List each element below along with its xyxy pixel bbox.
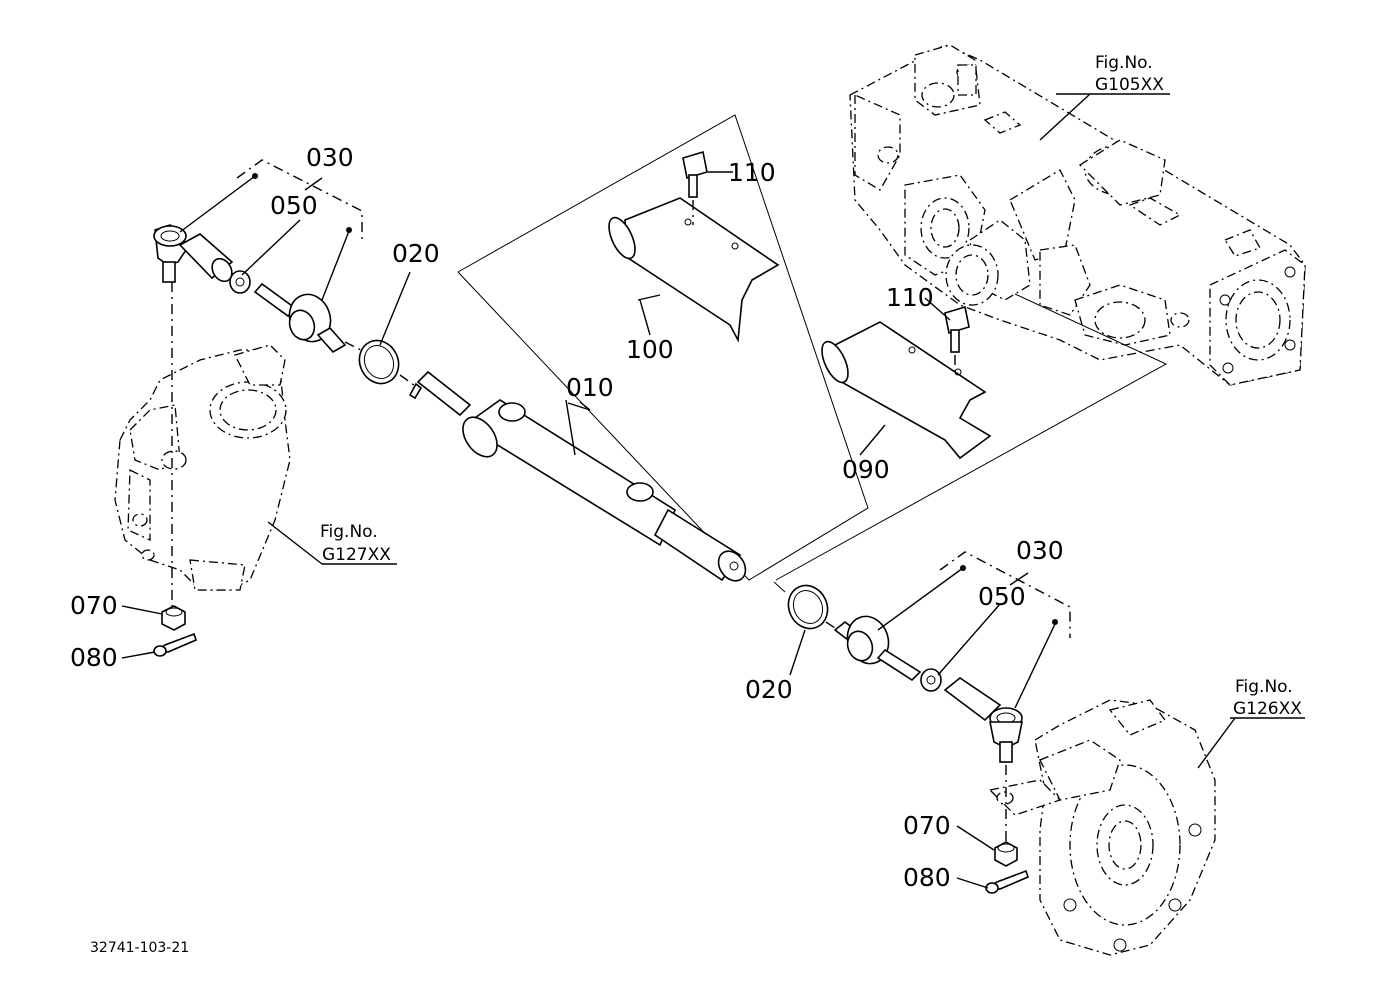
snap-ring-020-right [787, 584, 829, 630]
fig-ref-code-left: G127XX [322, 545, 391, 565]
axle-housing [849, 44, 1306, 386]
knuckle-housing-left [114, 344, 291, 591]
fig-ref-label-top-right: Fig.No. [1095, 53, 1153, 73]
pin-080-left [153, 632, 197, 657]
snap-ring-020-left [358, 339, 400, 385]
leader-lines [121, 93, 1305, 889]
label-070-left: 070 [70, 591, 118, 620]
label-050-left: 050 [270, 191, 318, 220]
cover-100 [608, 197, 780, 343]
reference-box-cover [775, 293, 1168, 581]
fig-ref-code-top-right: G105XX [1095, 75, 1164, 95]
fig-ref-label-bottom-right: Fig.No. [1235, 677, 1293, 697]
label-100: 100 [626, 335, 674, 364]
label-090: 090 [842, 455, 890, 484]
label-010: 010 [566, 373, 614, 402]
label-020-left: 020 [392, 239, 440, 268]
label-080-right: 080 [903, 863, 951, 892]
label-110-mid: 110 [886, 283, 934, 312]
pin-080-right [985, 869, 1029, 894]
bolt-110-top [682, 150, 708, 225]
reference-box [457, 114, 869, 581]
label-110-top: 110 [728, 158, 776, 187]
label-080-left: 080 [70, 643, 118, 672]
cover-090 [821, 321, 992, 460]
fig-ref-label-left: Fig.No. [320, 522, 378, 542]
label-030-left: 030 [306, 143, 354, 172]
tie-rod-left [153, 224, 366, 354]
drawing-code: 32741-103-21 [90, 940, 189, 956]
label-070-right: 070 [903, 811, 951, 840]
bolt-110-mid [944, 305, 970, 372]
nut-070-left [161, 605, 186, 631]
label-050-right: 050 [978, 582, 1026, 611]
label-030-right: 030 [1016, 536, 1064, 565]
label-020-right: 020 [745, 675, 793, 704]
knuckle-housing-right [988, 699, 1216, 956]
tie-rod-right [833, 615, 1023, 763]
fig-ref-code-bottom-right: G126XX [1233, 699, 1302, 719]
nut-070-right [994, 841, 1018, 867]
steering-cylinder [408, 370, 747, 582]
